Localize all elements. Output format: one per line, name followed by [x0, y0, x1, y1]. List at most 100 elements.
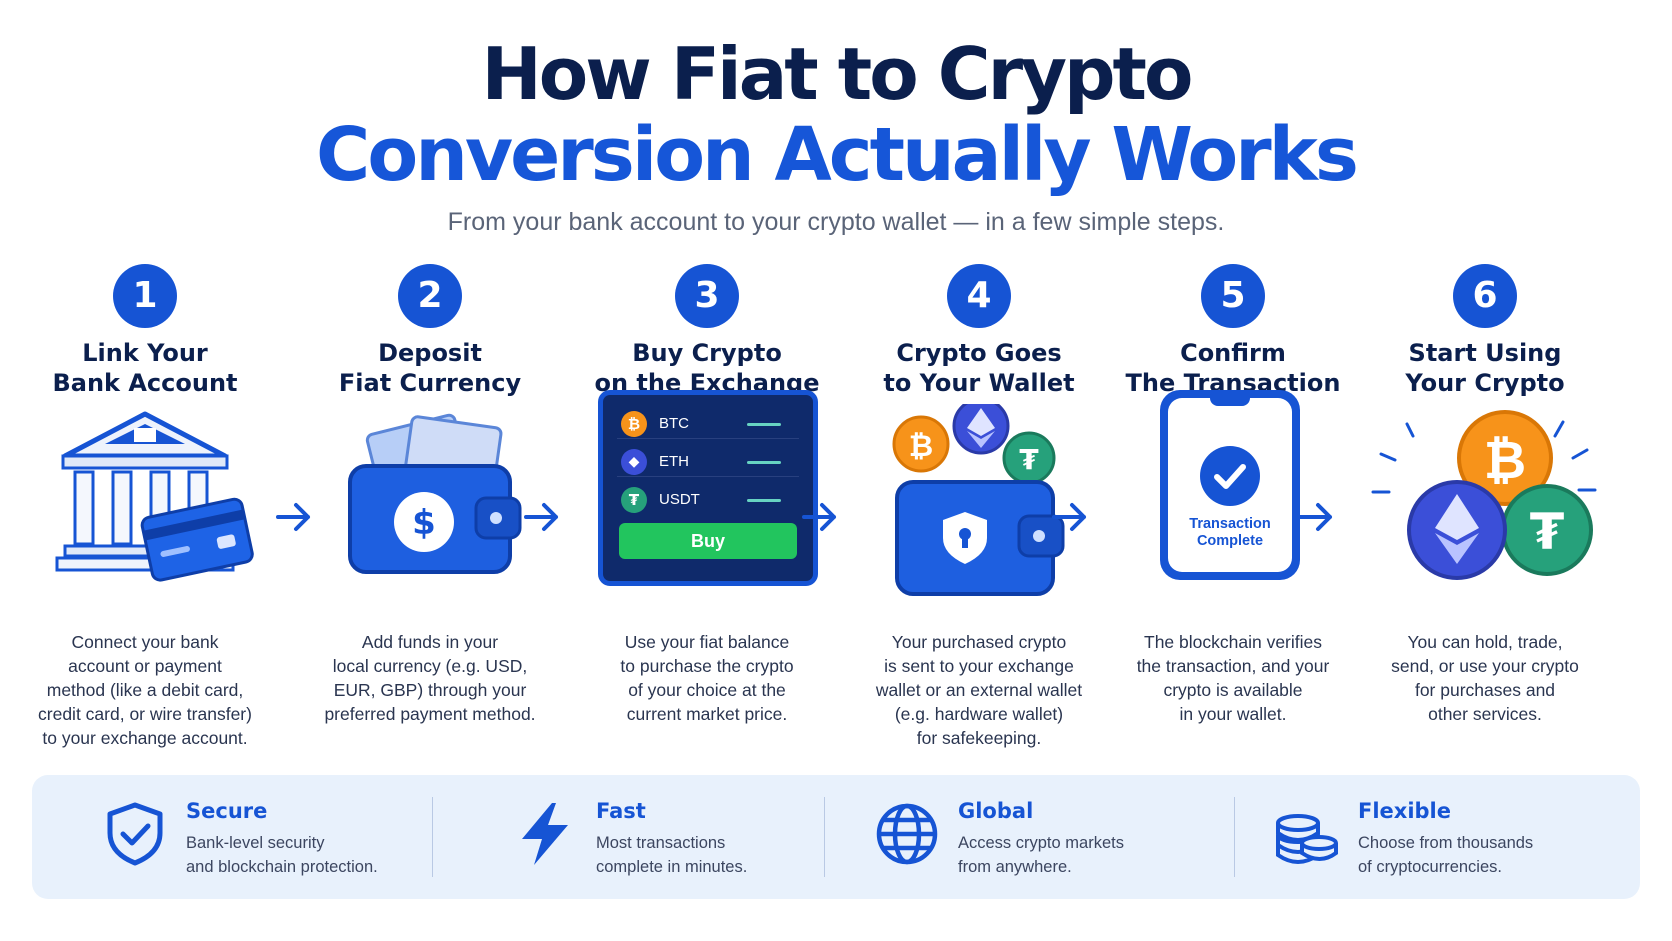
feature-description: Choose from thousands of cryptocurrencie… [1358, 831, 1588, 879]
price-line [747, 499, 781, 502]
desc-line: of your choice at the [628, 680, 786, 700]
svg-text:$: $ [412, 503, 436, 543]
title-line-2: Conversion Actually Works [316, 112, 1359, 198]
status-line: Complete [1196, 533, 1264, 549]
desc-line: EUR, GBP) through your [333, 680, 527, 700]
step-title: Link Your Bank Account [0, 338, 290, 398]
desc-line: Bank-level security [186, 834, 325, 852]
desc-line: Choose from thousands [1358, 834, 1534, 852]
step-title-line: Crypto Goes [896, 339, 1062, 367]
step-5: 5 Confirm The Transaction Transaction Co… [1088, 264, 1378, 724]
desc-line: account or payment [68, 656, 222, 676]
feature-description: Most transactions complete in minutes. [596, 831, 826, 879]
svg-text:₿: ₿ [909, 429, 933, 464]
price-line [747, 423, 781, 426]
arrow-right-icon [802, 503, 836, 531]
feature-name: Flexible [1358, 799, 1452, 823]
svg-text:₿: ₿ [1484, 431, 1526, 491]
lightning-icon [522, 803, 568, 865]
step-title-line: Confirm [1180, 339, 1286, 367]
title-line-1: How Fiat to Crypto [481, 32, 1194, 116]
desc-line: current market price. [626, 704, 788, 724]
ticker-label: BTC [659, 415, 689, 432]
feature-description: Bank-level security and blockchain prote… [186, 831, 416, 879]
step-number-badge: 1 [113, 264, 177, 328]
globe-icon [876, 803, 938, 865]
step-3: 3 Buy Crypto on the Exchange ₿ BTC ◆ ETH… [562, 264, 852, 724]
exchange-screen-icon: ₿ BTC ◆ ETH ₮ USDT Buy [562, 390, 852, 604]
desc-line: to purchase the crypto [620, 656, 794, 676]
svg-text:₮: ₮ [1019, 443, 1039, 476]
exchange-row: ₮ USDT [617, 485, 799, 515]
crypto-coins-icon: ₿ ₮ [1340, 404, 1630, 604]
exchange-row: ◆ ETH [617, 447, 799, 477]
phone-notch [1210, 396, 1250, 406]
step-title-line: Fiat Currency [338, 369, 522, 397]
step-title: Deposit Fiat Currency [285, 338, 575, 398]
desc-line: Connect your bank [71, 632, 219, 652]
desc-line: and blockchain protection. [186, 858, 378, 876]
desc-line: is sent to your exchange [884, 656, 1074, 676]
wallet-dollar-icon: $ [285, 404, 575, 604]
step-1: 1 Link Your Bank Account Connect your ba… [0, 264, 290, 748]
desc-line: The blockchain verifies [1144, 632, 1322, 652]
step-4: 4 Crypto Goes to Your Wallet ₿ ₮ Your pu… [834, 264, 1124, 748]
bitcoin-icon: ₿ [621, 411, 647, 437]
step-number-badge: 4 [947, 264, 1011, 328]
desc-line: preferred payment method. [324, 704, 536, 724]
step-number-badge: 3 [675, 264, 739, 328]
step-description: You can hold, trade, send, or use your c… [1340, 630, 1630, 726]
desc-line: Add funds in your [361, 632, 499, 652]
ethereum-icon: ◆ [621, 449, 647, 475]
step-2: 2 Deposit Fiat Currency $ Add funds in y… [285, 264, 575, 724]
step-description: Connect your bank account or payment met… [0, 630, 290, 750]
step-number-badge: 6 [1453, 264, 1517, 328]
step-title-line: Link Your [82, 339, 208, 367]
desc-line: in your wallet. [1179, 704, 1287, 724]
step-title: Confirm The Transaction [1088, 338, 1378, 398]
desc-line: method (like a debit card, [46, 680, 244, 700]
divider [1234, 797, 1235, 877]
status-line: Transaction [1189, 516, 1271, 532]
exchange-row: ₿ BTC [617, 409, 799, 439]
ticker-label: ETH [659, 453, 689, 470]
coin-stack-icon [1276, 814, 1338, 864]
divider [432, 797, 433, 877]
desc-line: send, or use your crypto [1391, 656, 1579, 676]
step-title: Crypto Goes to Your Wallet [834, 338, 1124, 398]
bank-with-card-icon [0, 404, 290, 604]
step-description: Your purchased crypto is sent to your ex… [834, 630, 1124, 750]
step-title-line: to Your Wallet [883, 369, 1075, 397]
transaction-status: Transaction Complete [1168, 516, 1292, 550]
desc-line: crypto is available [1163, 680, 1303, 700]
desc-line: from anywhere. [958, 858, 1072, 876]
arrow-right-icon [1052, 503, 1086, 531]
svg-text:₮: ₮ [1530, 503, 1565, 561]
tether-icon: ₮ [621, 487, 647, 513]
arrow-right-icon [1298, 503, 1332, 531]
divider [824, 797, 825, 877]
feature-name: Global [958, 799, 1034, 823]
features-panel: Secure Bank-level security and blockchai… [32, 775, 1640, 899]
step-title-line: Buy Crypto [632, 339, 782, 367]
crypto-wallet-icon: ₿ ₮ [834, 404, 1124, 604]
desc-line: for safekeeping. [916, 728, 1042, 748]
desc-line: local currency (e.g. USD, [332, 656, 528, 676]
desc-line: Your purchased crypto [891, 632, 1067, 652]
step-number-badge: 5 [1201, 264, 1265, 328]
desc-line: other services. [1428, 704, 1542, 724]
checkmark-circle-icon [1200, 446, 1260, 506]
desc-line: wallet or an external wallet [875, 680, 1083, 700]
step-title-line: Start Using [1408, 339, 1562, 367]
ticker-label: USDT [659, 491, 700, 508]
phone-check-icon: Transaction Complete [1088, 390, 1378, 604]
desc-line: You can hold, trade, [1407, 632, 1563, 652]
shield-check-icon [107, 802, 163, 866]
feature-description: Access crypto markets from anywhere. [958, 831, 1188, 879]
desc-line: Most transactions [596, 834, 726, 852]
buy-button[interactable]: Buy [619, 523, 797, 559]
step-description: Use your fiat balance to purchase the cr… [562, 630, 852, 726]
subtitle: From your bank account to your crypto wa… [447, 208, 1225, 236]
desc-line: to your exchange account. [42, 728, 248, 748]
desc-line: for purchases and [1414, 680, 1556, 700]
